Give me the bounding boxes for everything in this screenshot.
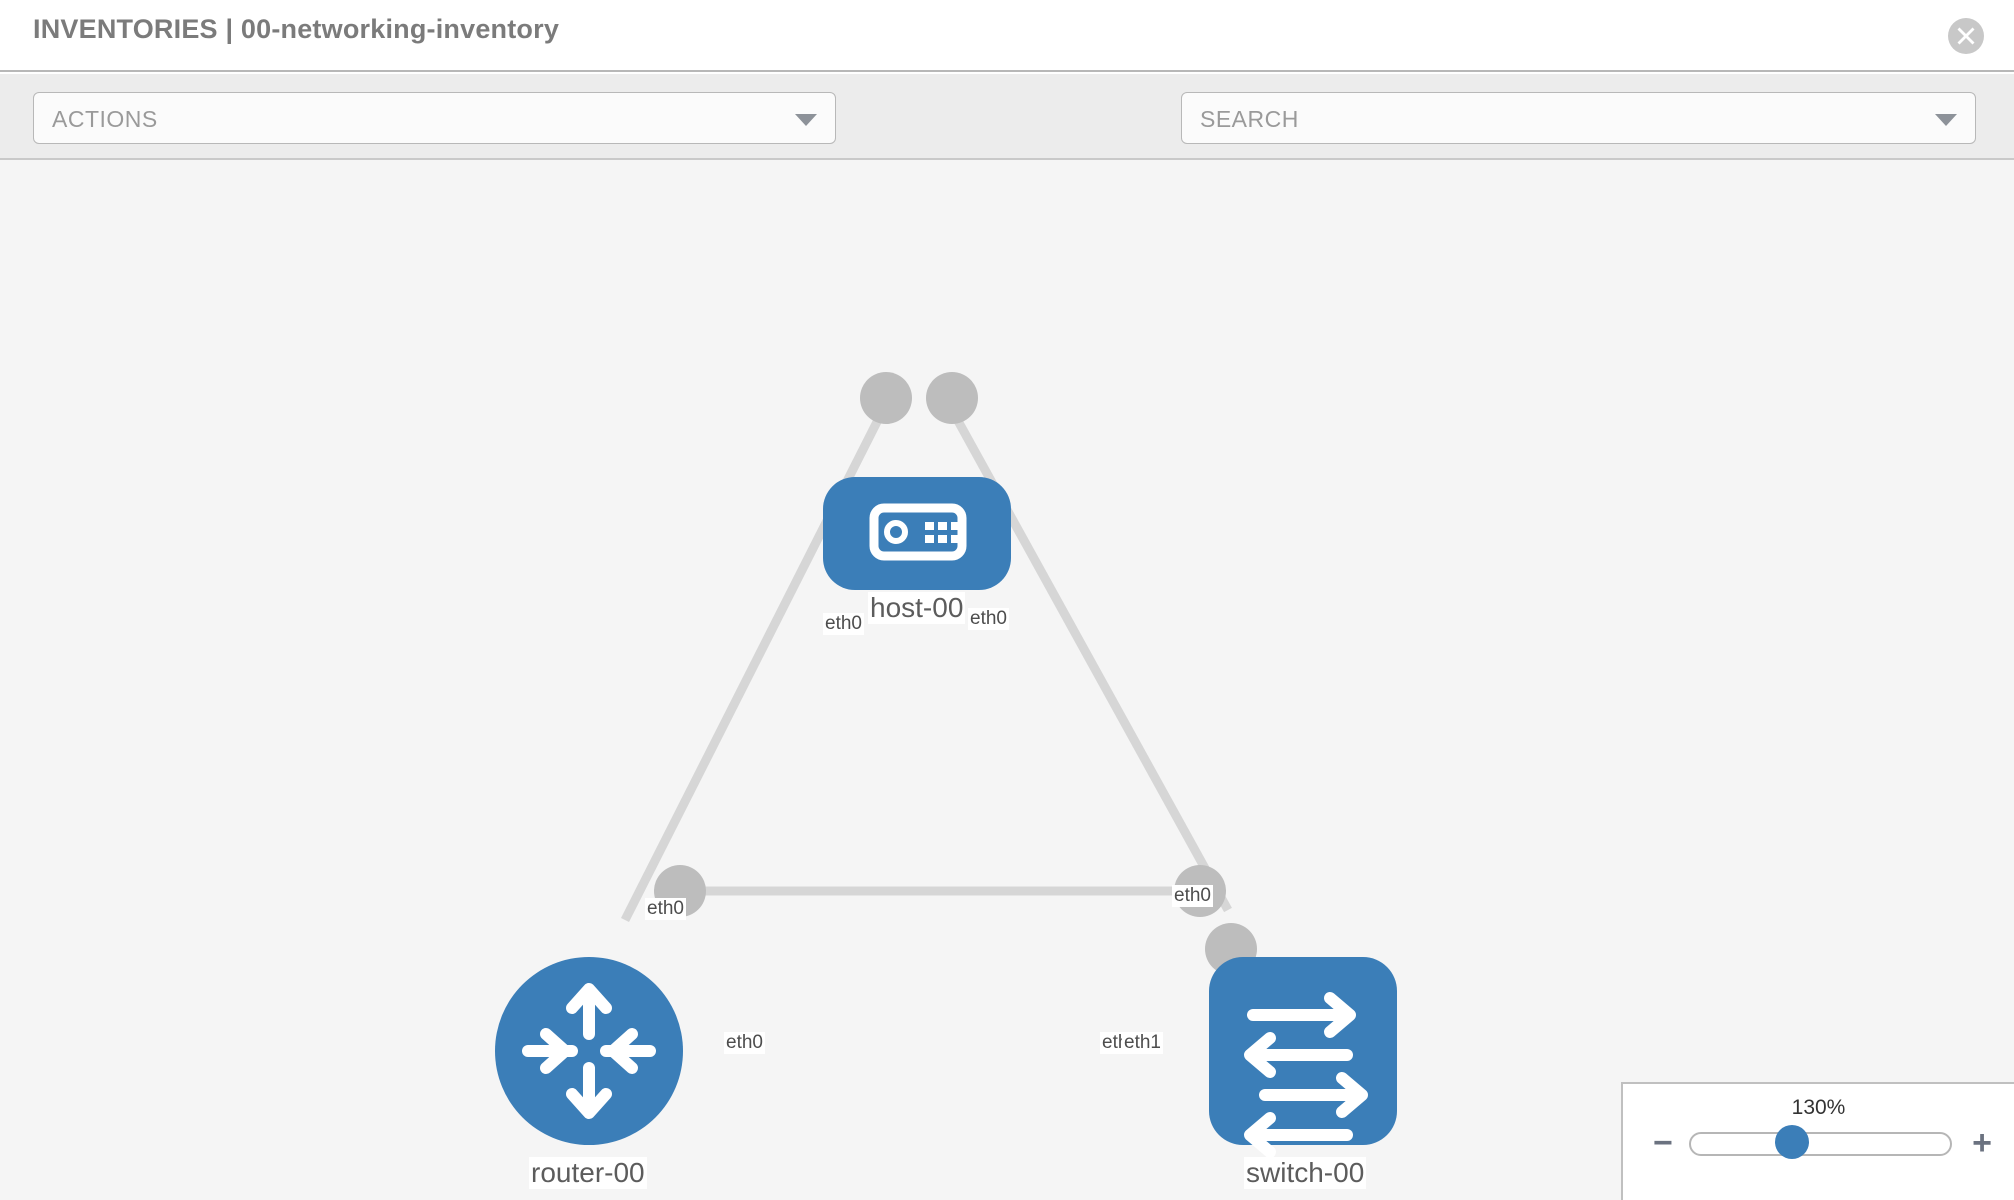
iface-label-host00-right: eth0 bbox=[968, 608, 1009, 630]
chevron-down-icon[interactable] bbox=[1935, 114, 1957, 126]
iface-label-router00-uplink: eth0 bbox=[645, 898, 686, 920]
close-icon[interactable] bbox=[1948, 18, 1984, 54]
plus-icon[interactable]: + bbox=[1972, 1124, 1992, 1162]
iface-label-switch00-eth1: eth1 bbox=[1122, 1032, 1163, 1054]
minus-icon[interactable]: − bbox=[1653, 1124, 1673, 1162]
actions-dropdown[interactable]: ACTIONS bbox=[33, 92, 836, 144]
chevron-down-icon bbox=[795, 114, 817, 126]
page-title: INVENTORIES | 00-networking-inventory bbox=[33, 14, 560, 44]
iface-label-host00-left: eth0 bbox=[823, 613, 864, 635]
connector-host00-left[interactable] bbox=[860, 372, 912, 424]
node-label-switch-00: switch-00 bbox=[1244, 1157, 1367, 1190]
node-router-00[interactable] bbox=[495, 957, 683, 1145]
node-label-router-00: router-00 bbox=[529, 1157, 647, 1190]
server-appliance-icon bbox=[869, 503, 967, 561]
iface-label-switch00-uplink: eth0 bbox=[1172, 885, 1213, 907]
node-label-host-00: host-00 bbox=[868, 592, 966, 625]
zoom-slider-thumb[interactable] bbox=[1775, 1125, 1809, 1159]
router-arrows-icon bbox=[522, 983, 656, 1119]
topology-graph bbox=[495, 372, 1397, 1158]
connector-host00-right[interactable] bbox=[926, 372, 978, 424]
zoom-percent-label: 130% bbox=[1791, 1096, 1846, 1119]
iface-label-router00-eth0: eth0 bbox=[724, 1032, 765, 1054]
titlebar: INVENTORIES | 00-networking-inventory bbox=[0, 0, 2014, 72]
topology-connectors bbox=[654, 372, 1257, 975]
switch-arrows-icon bbox=[1244, 992, 1368, 1158]
zoom-slider-track[interactable] bbox=[1689, 1132, 1952, 1156]
zoom-control-panel: 130% − + bbox=[1621, 1082, 2014, 1200]
node-switch-00[interactable] bbox=[1209, 957, 1397, 1158]
toolbar: ACTIONS SEARCH bbox=[0, 74, 2014, 208]
topology-canvas[interactable]: host-00 router-00 switch-00 eth0 eth0 et… bbox=[0, 160, 2014, 1200]
search-input[interactable]: SEARCH bbox=[1181, 92, 1976, 144]
actions-dropdown-label: ACTIONS bbox=[52, 106, 158, 132]
search-placeholder: SEARCH bbox=[1200, 106, 1299, 132]
close-icon-glyph bbox=[1957, 27, 1975, 45]
node-host-00[interactable] bbox=[823, 477, 1011, 590]
